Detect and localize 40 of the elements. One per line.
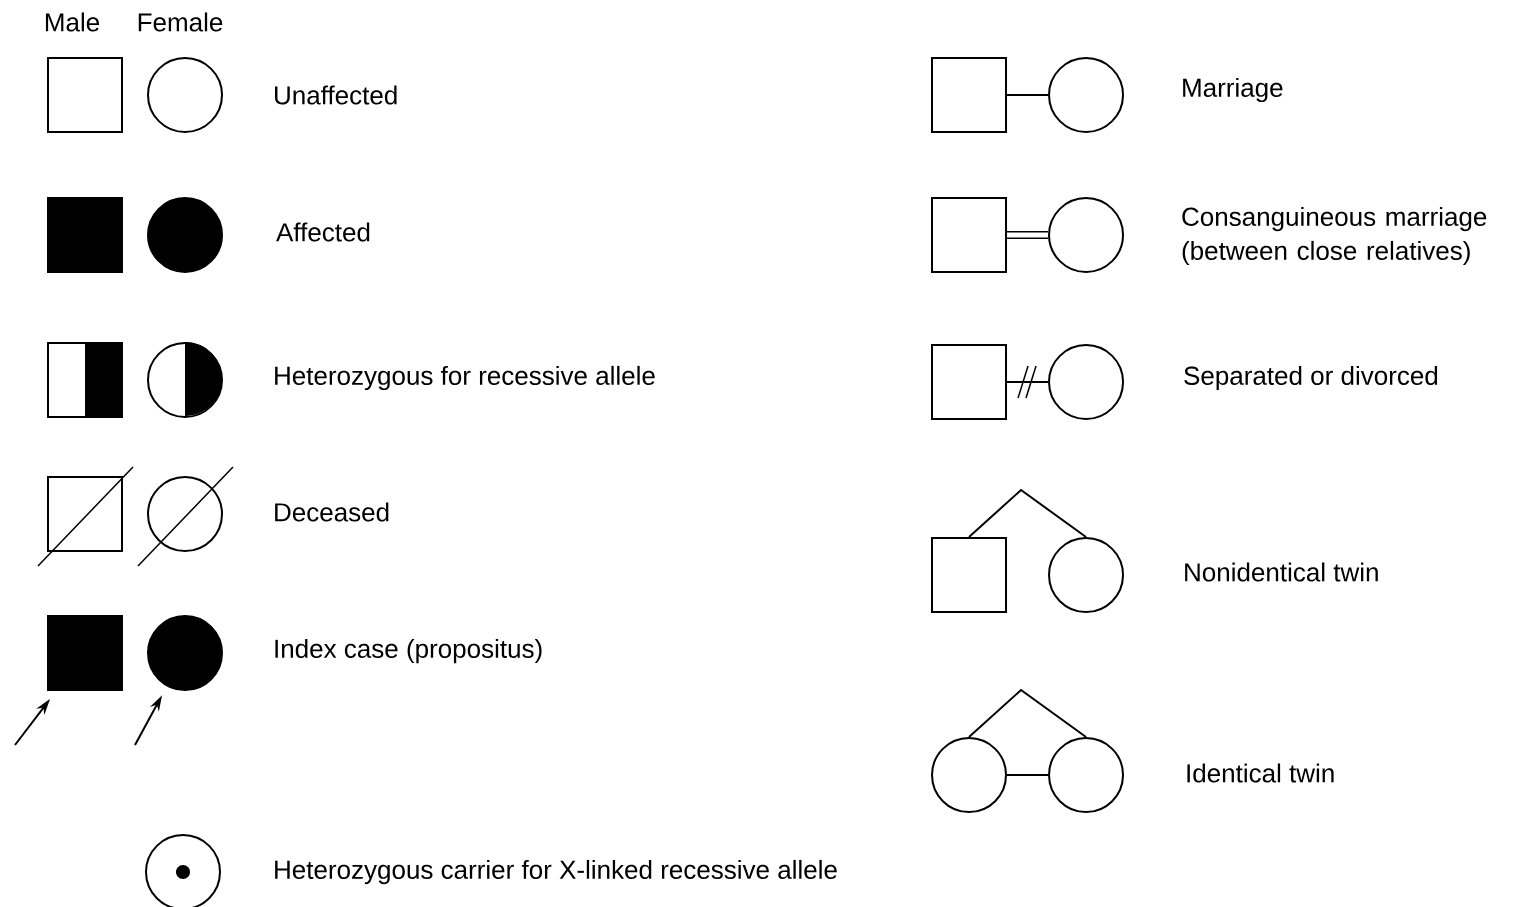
pedigree-square bbox=[47, 615, 123, 691]
marriage-line bbox=[1006, 774, 1049, 776]
symbol-label: Index case (propositus) bbox=[275, 638, 542, 664]
pedigree-square bbox=[47, 342, 123, 418]
symbol-label: Consanguineous marriage (between close relatives) bbox=[1182, 206, 1487, 266]
twin-line bbox=[968, 488, 1087, 538]
symbol-label: Heterozygous for recessive allele bbox=[275, 365, 655, 391]
symbol-label: Separated or divorced bbox=[1184, 365, 1438, 391]
pedigree-square bbox=[931, 197, 1007, 273]
double-line bbox=[1007, 231, 1048, 239]
pedigree-square bbox=[37, 466, 134, 567]
pedigree-circle bbox=[1048, 737, 1124, 813]
twin-line bbox=[968, 688, 1087, 738]
pedigree-circle bbox=[137, 466, 234, 567]
column-heading: Female bbox=[138, 12, 223, 32]
pedigree-square bbox=[931, 344, 1007, 420]
pedigree-square bbox=[47, 197, 123, 273]
symbol-label: Deceased bbox=[275, 502, 389, 522]
column-heading: Male bbox=[45, 12, 99, 32]
symbol-label: Unaffected bbox=[275, 85, 397, 105]
pedigree-circle bbox=[147, 342, 223, 418]
pedigree-circle bbox=[931, 737, 1007, 813]
pedigree-square bbox=[47, 57, 123, 133]
pedigree-square bbox=[931, 57, 1007, 133]
pedigree-circle bbox=[1048, 344, 1124, 420]
symbol-label: Affected bbox=[276, 222, 370, 242]
symbol-label: Heterozygous carrier for X-linked recessive allele bbox=[275, 859, 837, 885]
marriage-line bbox=[1006, 94, 1049, 96]
pedigree-circle bbox=[1048, 537, 1124, 613]
pedigree-circle bbox=[147, 615, 223, 691]
symbol-label: Nonidentical twin bbox=[1185, 562, 1378, 582]
pedigree-circle bbox=[145, 834, 221, 907]
pedigree-circle bbox=[1048, 197, 1124, 273]
pedigree-circle bbox=[1048, 57, 1124, 133]
pedigree-circle bbox=[147, 197, 223, 273]
symbol-label: Marriage bbox=[1183, 77, 1283, 103]
divorce-line bbox=[1006, 365, 1049, 399]
symbol-label: Identical twin bbox=[1187, 763, 1334, 783]
pedigree-circle bbox=[147, 57, 223, 133]
pedigree-square bbox=[931, 537, 1007, 613]
